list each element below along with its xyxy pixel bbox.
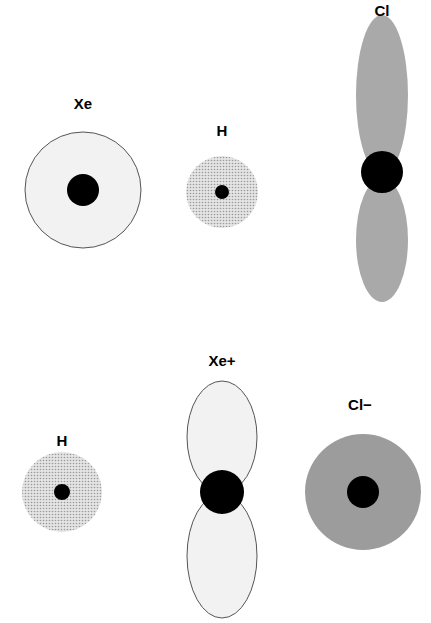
h-atom	[186, 156, 258, 228]
atom-label: Cl	[375, 3, 390, 18]
atom-label: H	[217, 123, 228, 138]
atom-label: Xe	[74, 96, 92, 111]
cl-p-orbital	[356, 15, 408, 302]
atom-label: Xe+	[208, 353, 235, 368]
cl-ion	[305, 434, 421, 550]
h-atom	[22, 452, 102, 532]
xe-ion-p-orbital	[187, 381, 257, 618]
atom-label: H	[57, 433, 68, 448]
atom-label: Cl−	[348, 397, 372, 412]
xe-atom	[25, 132, 141, 248]
